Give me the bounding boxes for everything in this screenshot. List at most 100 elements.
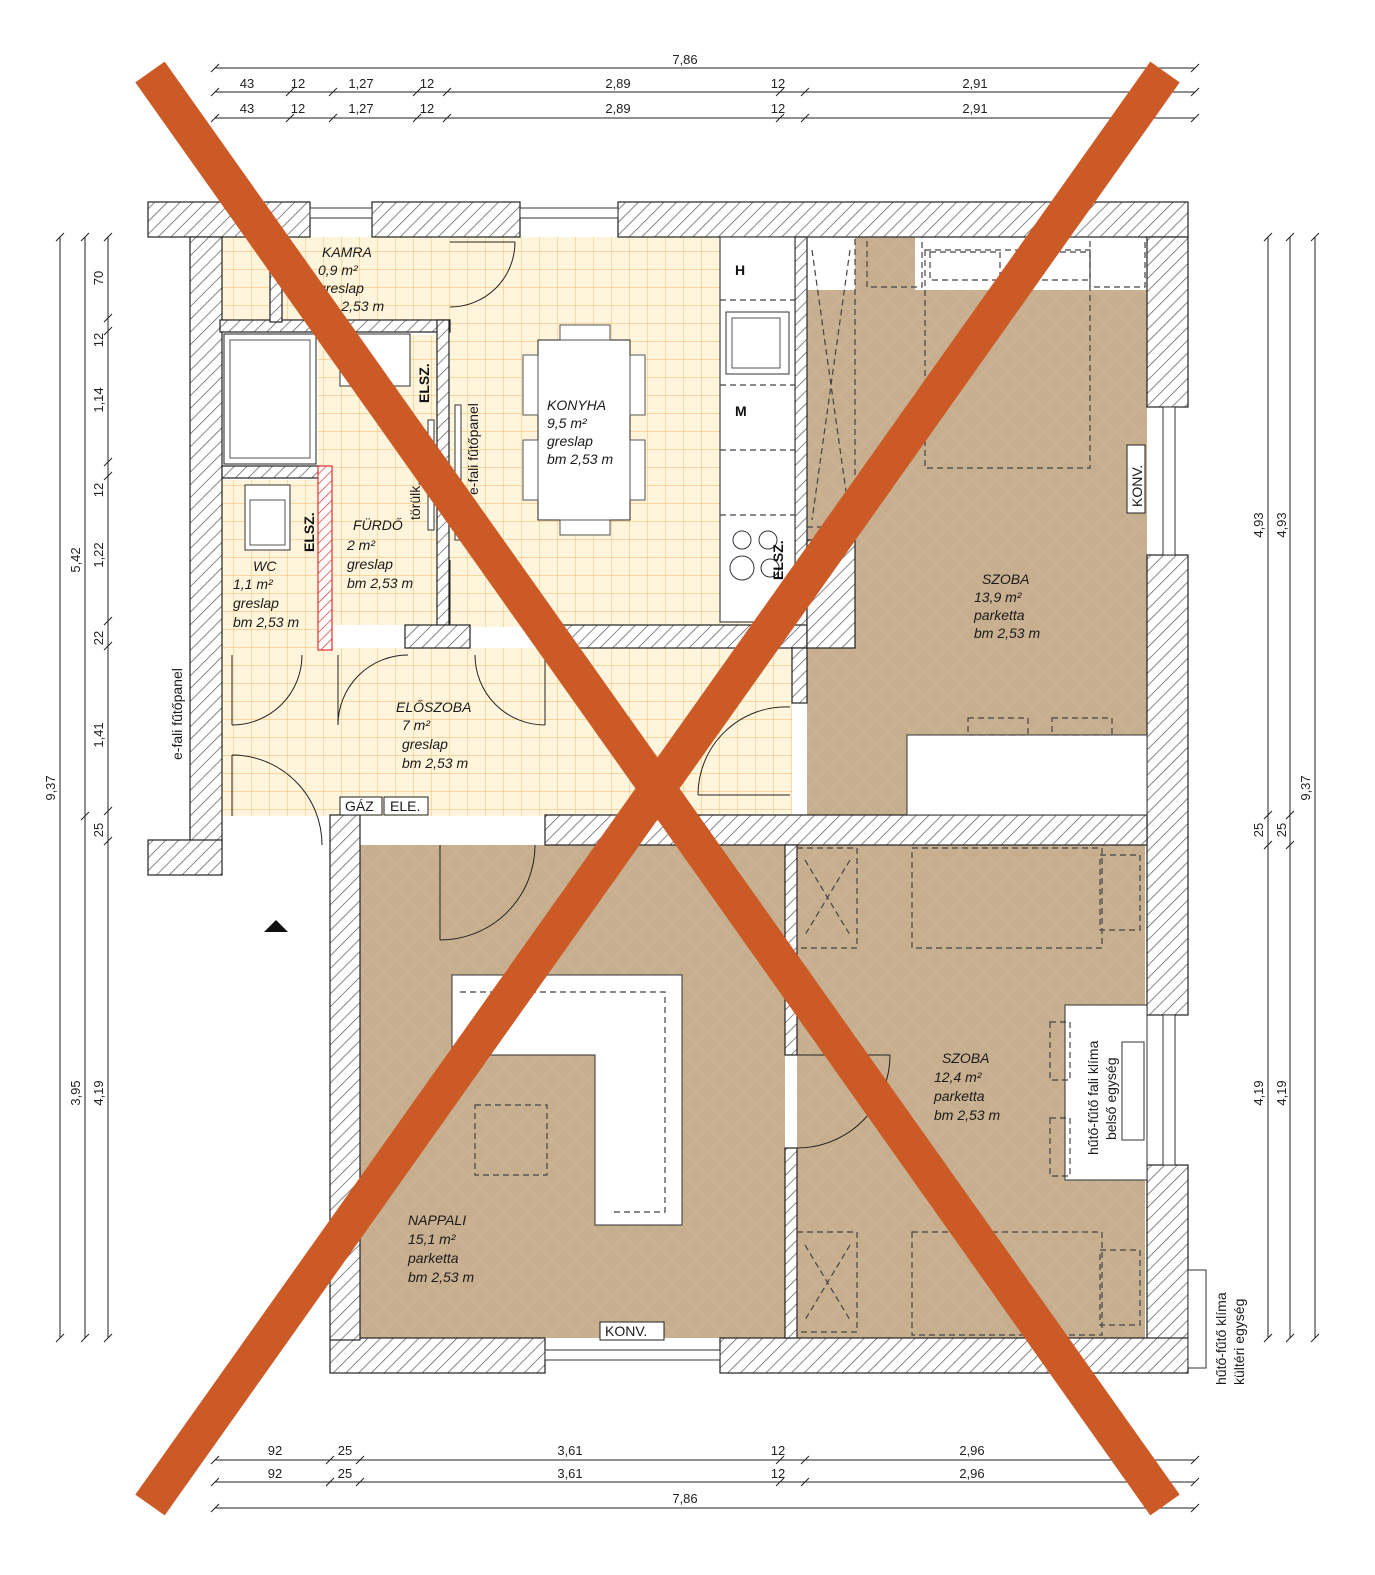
klima-belso-label: hűtő-fűtő fali klíma [1085, 1040, 1101, 1155]
dim-label: 70 [91, 271, 106, 285]
klima-belso-label: belső egység [1103, 1057, 1119, 1140]
dim-label: 25 [338, 1466, 352, 1481]
dim-label: 12 [91, 333, 106, 347]
bed [911, 847, 1103, 949]
dim-label: 4,93 [1251, 512, 1266, 537]
wardrobe [796, 847, 858, 949]
dim-label: 12 [420, 76, 434, 91]
window [1162, 1014, 1176, 1166]
window [519, 207, 619, 219]
dim-bottom-row-1: 92 25 3,61 12 2,96 [268, 1443, 985, 1458]
toilet [244, 484, 291, 551]
room-height: bm 2,53 m [974, 625, 1040, 641]
wall [617, 201, 1189, 238]
ele-label: ELE. [390, 798, 420, 814]
room-area: 1,1 m² [233, 576, 274, 592]
cross-stroke [135, 61, 1180, 1516]
room-name: KONYHA [547, 397, 606, 413]
dim-label: 25 [338, 1443, 352, 1458]
nightstand [866, 236, 923, 288]
dim-label: 2,96 [959, 1466, 984, 1481]
ac-unit-outdoor [1187, 1269, 1207, 1369]
room-name: SZOBA [982, 571, 1029, 587]
konv-label: KONV. [1129, 465, 1145, 507]
entrance-arrow-icon [264, 920, 288, 932]
windows [309, 207, 1176, 1361]
dim-label: 12 [771, 76, 785, 91]
dim-bottom-row-2: 92 25 3,61 12 2,96 [268, 1466, 985, 1481]
dim-label: 43 [240, 76, 254, 91]
room-area: 13,9 m² [974, 589, 1023, 605]
konv-box: KONV. [1126, 444, 1146, 514]
dim-label: 92 [268, 1443, 282, 1458]
room-kamra: KAMRA 0,9 m² greslap bm 2,53 m [318, 244, 384, 314]
stove-burner [758, 530, 778, 550]
window [544, 1349, 721, 1361]
dim-label: 4,93 [1274, 512, 1289, 537]
room-height: bm 2,53 m [408, 1269, 474, 1285]
room-name: NAPPALI [408, 1212, 466, 1228]
wall [371, 201, 521, 238]
dim-label: 2,89 [605, 76, 630, 91]
dim-label: 4,19 [1251, 1080, 1266, 1105]
dim-label: 5,42 [68, 547, 83, 572]
dim-top-row-2: 43 12 1,27 12 2,89 12 2,91 [240, 101, 988, 116]
window [1162, 406, 1176, 556]
desk [906, 734, 1148, 816]
fali-panel-label: e-fali fűtőpanel [169, 668, 185, 760]
konv-label: KONV. [605, 1323, 647, 1339]
dim-label: 12 [771, 1466, 785, 1481]
room-floor: greslap [347, 556, 393, 572]
room-name: ELŐSZOBA [396, 699, 471, 715]
room-konyha: KONYHA 9,5 m² greslap bm 2,53 m [547, 397, 613, 467]
room-height: bm 2,53 m [402, 755, 468, 771]
room-floor: parketta [933, 1088, 985, 1104]
wardrobe [796, 1231, 858, 1333]
room-floor: greslap [402, 736, 448, 752]
dim-top-row-1: 43 12 1,27 12 2,89 12 2,91 [240, 76, 988, 91]
bed [924, 249, 1091, 469]
dim-label: 25 [1274, 823, 1289, 837]
stove-burner [760, 558, 780, 578]
room-floor: greslap [547, 433, 593, 449]
dim-label: 1,27 [348, 101, 373, 116]
bed [911, 1231, 1103, 1336]
dim-label: 3,61 [557, 1443, 582, 1458]
room-floor: parketta [407, 1250, 459, 1266]
red-hatched-wall [317, 465, 333, 651]
dim-label: 12 [291, 76, 305, 91]
dim-label: 92 [268, 1466, 282, 1481]
dim-label: 2,89 [605, 101, 630, 116]
dim-label: 2,91 [962, 76, 987, 91]
room-floor: greslap [318, 280, 364, 296]
room-area: 12,4 m² [934, 1069, 983, 1085]
dim-label: 3,95 [68, 1080, 83, 1105]
wall [147, 839, 223, 876]
dim-label: 1,14 [91, 387, 106, 412]
dim-label: 25 [1251, 823, 1266, 837]
room-floor: parketta [973, 607, 1025, 623]
wall [1146, 236, 1189, 408]
dim-label: 12 [420, 101, 434, 116]
torulk-label: törülk. [407, 482, 423, 520]
konv-box: KONV. [599, 1321, 665, 1341]
ac-unit-indoor [1121, 1041, 1145, 1141]
dim-label: 1,22 [91, 542, 106, 567]
wall [1146, 554, 1189, 1016]
dim-label: 1,41 [91, 722, 106, 747]
room-height: bm 2,53 m [347, 575, 413, 591]
wall [221, 465, 321, 479]
m-label: M [735, 403, 747, 419]
wall [791, 647, 808, 704]
h-label: H [735, 262, 745, 278]
dim-label: 12 [771, 101, 785, 116]
sink [725, 311, 790, 375]
room-eloszoba: ELŐSZOBA 7 m² greslap bm 2,53 m [396, 699, 471, 771]
room-height: bm 2,53 m [233, 614, 299, 630]
dim-right-total: 9,37 [1298, 775, 1313, 800]
room-area: 7 m² [402, 717, 431, 733]
nightstand [1089, 236, 1146, 288]
gaz-box: GÁZ [339, 796, 383, 816]
dim-label: 4,19 [91, 1080, 106, 1105]
dim-label: 1,27 [348, 76, 373, 91]
